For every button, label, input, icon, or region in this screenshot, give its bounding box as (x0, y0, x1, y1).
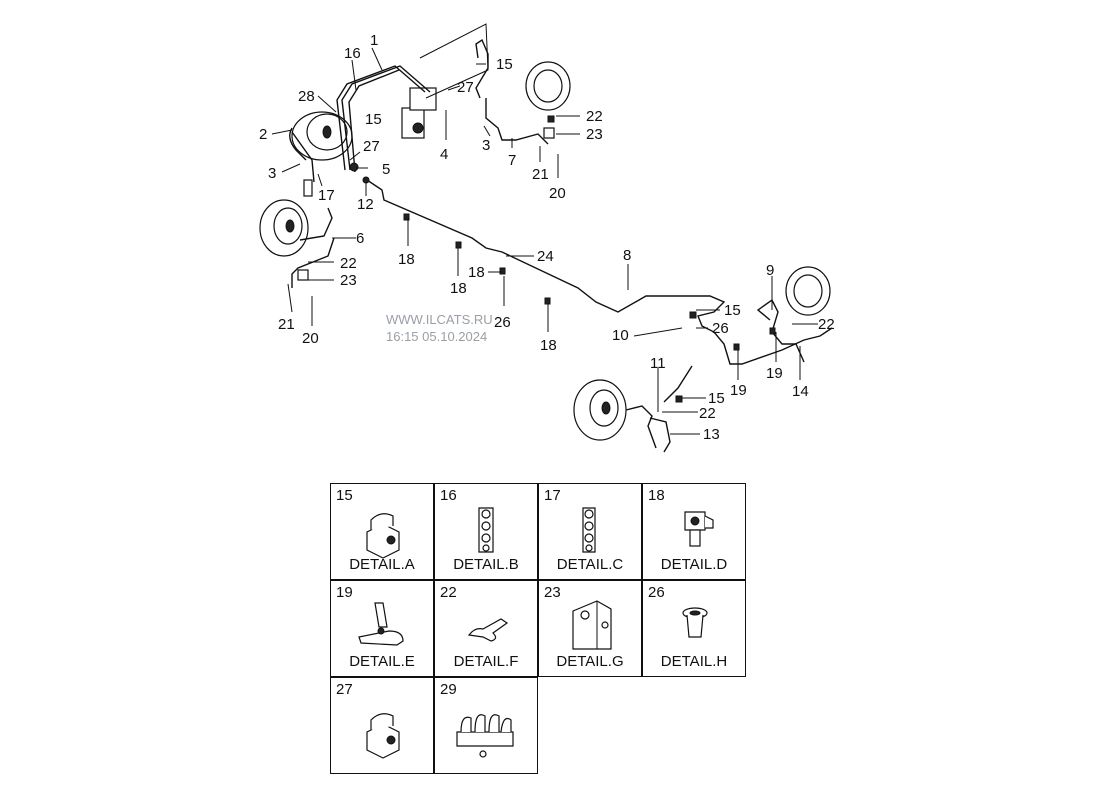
bracket-clamp-icon (358, 602, 404, 646)
clip-block-icon (366, 513, 400, 559)
callout-6: 6 (356, 230, 364, 247)
detail-label: DETAIL.G (556, 653, 624, 670)
rear-right-hub-assembly (573, 365, 693, 453)
callout-12: 12 (357, 196, 374, 213)
callout-22d: 22 (699, 405, 716, 422)
detail-cell-b: 16 DETAIL.B (434, 483, 538, 580)
detail-cell-c: 17 DETAIL.C (538, 483, 642, 580)
callout-21a: 21 (532, 166, 549, 183)
tube-clip-icon (478, 507, 494, 553)
callout-15b: 15 (365, 111, 382, 128)
callout-15d: 15 (708, 390, 725, 407)
callout-labels: 1 2 3 3 4 5 6 7 8 9 10 11 12 13 14 15 15… (259, 32, 835, 443)
detail-part-number: 17 (544, 487, 561, 504)
detail-part-number: 26 (648, 584, 665, 601)
detail-cell-g: 23 DETAIL.G (538, 580, 642, 677)
clip-block-icon (366, 713, 400, 759)
detail-cell-29: 29 (434, 677, 538, 774)
detail-label: DETAIL.F (453, 653, 519, 670)
callout-22c: 22 (818, 316, 835, 333)
clip-markers (297, 115, 776, 403)
callout-14: 14 (792, 383, 809, 400)
tube-clip-icon (582, 507, 596, 553)
callout-15c: 15 (724, 302, 741, 319)
dust-shield-ring-front (525, 61, 571, 111)
detail-cell-h: 26 DETAIL.H (642, 580, 746, 677)
callout-13: 13 (703, 426, 720, 443)
callout-18d: 18 (540, 337, 557, 354)
detail-part-number: 29 (440, 681, 457, 698)
push-clip-icon (684, 511, 714, 547)
callout-22b: 22 (340, 255, 357, 272)
callout-1: 1 (370, 32, 378, 49)
callout-20a: 20 (549, 185, 566, 202)
watermark-site: WWW.ILCATS.RU (386, 312, 493, 327)
detail-cell-d: 18 DETAIL.D (642, 483, 746, 580)
detail-label: DETAIL.B (453, 556, 519, 573)
detail-label: DETAIL.A (349, 556, 415, 573)
callout-26a: 26 (494, 314, 511, 331)
dust-shield-ring-rear (785, 266, 831, 316)
rear-left-hub-assembly (259, 199, 335, 288)
callout-2: 2 (259, 126, 267, 143)
callout-9: 9 (766, 262, 774, 279)
detail-part-number: 15 (336, 487, 353, 504)
callout-10: 10 (612, 327, 629, 344)
callout-4: 4 (440, 146, 448, 163)
detail-part-number: 23 (544, 584, 561, 601)
front-left-brake-assembly (289, 111, 353, 197)
detail-label: DETAIL.E (349, 653, 415, 670)
callout-15a: 15 (496, 56, 513, 73)
detail-part-number: 16 (440, 487, 457, 504)
detail-part-number: 27 (336, 681, 353, 698)
callout-11: 11 (650, 355, 666, 372)
callout-18c: 18 (468, 264, 485, 281)
callout-28: 28 (298, 88, 315, 105)
detail-legend-grid: 15 DETAIL.A 16 DETAIL.B 17 DETAIL.C 1 (330, 483, 749, 779)
detail-cell-e: 19 DETAIL.E (330, 580, 434, 677)
callout-24: 24 (537, 248, 554, 265)
callout-18a: 18 (398, 251, 415, 268)
leader-lines (271, 47, 818, 435)
callout-19b: 19 (766, 365, 783, 382)
bracket-box-icon (572, 600, 612, 650)
callout-16: 16 (344, 45, 361, 62)
detail-part-number: 22 (440, 584, 457, 601)
brake-line-exploded-diagram: 1 2 3 3 4 5 6 7 8 9 10 11 12 13 14 15 15… (259, 23, 835, 453)
callout-7: 7 (508, 152, 516, 169)
watermark-timestamp: 16:15 05.10.2024 (386, 329, 487, 344)
detail-label: DETAIL.H (660, 653, 728, 670)
detail-cell-27: 27 (330, 677, 434, 774)
callout-19a: 19 (730, 382, 747, 399)
callout-8: 8 (623, 247, 631, 264)
detail-cell-f: 22 DETAIL.F (434, 580, 538, 677)
callout-26b: 26 (712, 320, 729, 337)
detail-part-number: 18 (648, 487, 665, 504)
grommet-icon (682, 607, 708, 638)
callout-17: 17 (318, 187, 335, 204)
detail-part-number: 19 (336, 584, 353, 601)
callout-18b: 18 (450, 280, 467, 297)
callout-27a: 27 (457, 79, 474, 96)
callout-27b: 27 (363, 138, 380, 155)
multi-clip-icon (456, 714, 514, 758)
detail-cell-a: 15 DETAIL.A (330, 483, 434, 580)
callout-3a: 3 (268, 165, 276, 182)
callout-23b: 23 (340, 272, 357, 289)
callout-20b: 20 (302, 330, 319, 347)
callout-5: 5 (382, 161, 390, 178)
spring-clip-icon (467, 618, 509, 642)
detail-label: DETAIL.D (660, 556, 728, 573)
callout-3b: 3 (482, 137, 490, 154)
detail-label: DETAIL.C (556, 556, 624, 573)
abs-hydraulic-unit (401, 23, 489, 139)
callout-23a: 23 (586, 126, 603, 143)
callout-22a: 22 (586, 108, 603, 125)
callout-21b: 21 (278, 316, 295, 333)
